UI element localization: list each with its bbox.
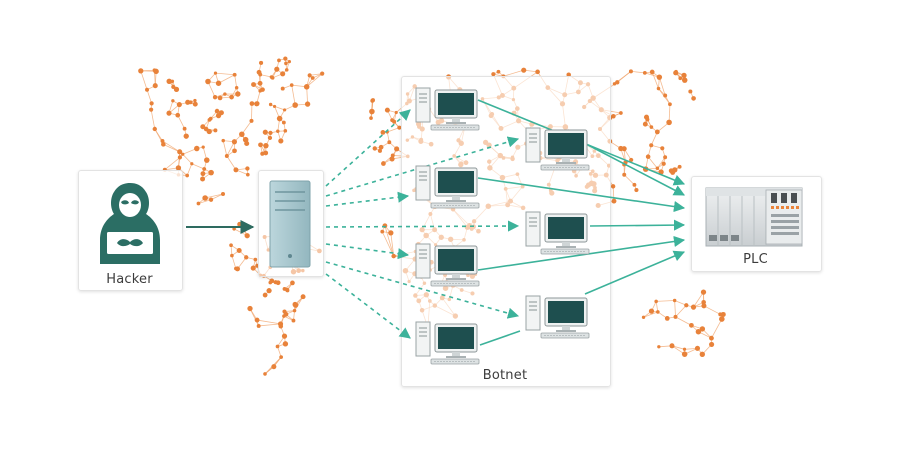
hooded-hacker-icon (100, 183, 160, 264)
server-tower-icon (269, 180, 311, 268)
desktop-computer-icon (415, 321, 480, 365)
desktop-computer-icon (415, 165, 480, 209)
desktop-computer-icon (415, 243, 480, 287)
plc-device-icon (705, 187, 803, 247)
desktop-computer-icon (525, 127, 590, 171)
server-to-botnet-arrows (325, 109, 520, 339)
desktop-computer-icon (525, 295, 590, 339)
desktop-computer-icon (525, 211, 590, 255)
hacker-label: Hacker (106, 272, 153, 287)
desktop-computer-icon (415, 87, 480, 131)
botnet-label: Botnet (482, 368, 528, 383)
plc-label: PLC (743, 252, 768, 267)
